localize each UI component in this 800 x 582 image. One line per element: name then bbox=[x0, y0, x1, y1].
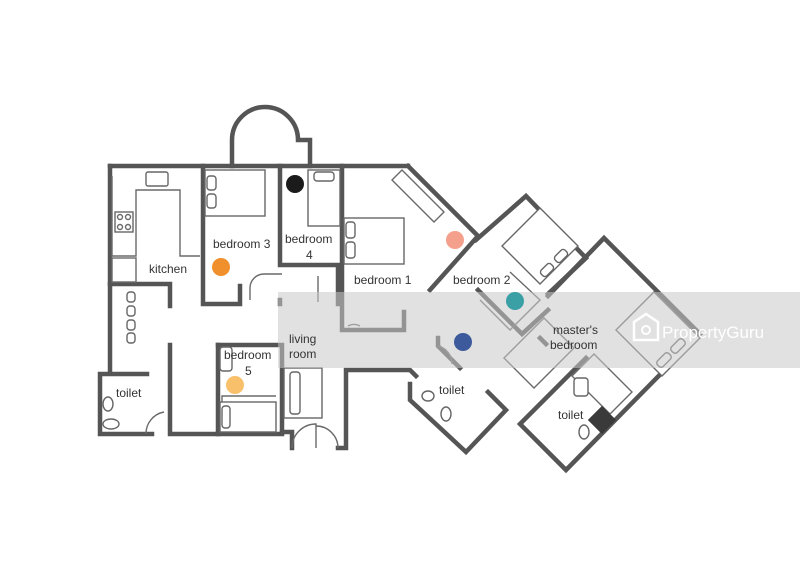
label-bedroom-5-line1: bedroom bbox=[224, 348, 271, 362]
label-toilet-left: toilet bbox=[116, 386, 142, 400]
washbasin-icon bbox=[102, 418, 120, 430]
desk-icon bbox=[219, 346, 233, 372]
bed-icon bbox=[501, 207, 579, 285]
stove-icon bbox=[114, 211, 134, 233]
marker-navy bbox=[454, 333, 472, 351]
label-bedroom-4-line1: bedroom bbox=[285, 232, 332, 246]
toilet-bowl-icon bbox=[578, 424, 590, 440]
marker-teal bbox=[506, 292, 524, 310]
kitchen-sink-icon bbox=[145, 171, 169, 187]
label-bedroom-3: bedroom 3 bbox=[213, 237, 271, 251]
washbasin-icon bbox=[573, 377, 589, 397]
label-living-line2: room bbox=[289, 347, 316, 361]
toilet-bowl-icon bbox=[440, 406, 452, 422]
watermark-brand: PropertyGuru bbox=[662, 323, 764, 342]
watermark-band bbox=[278, 292, 800, 368]
label-toilet-center: toilet bbox=[439, 383, 465, 397]
room-labels: kitchen bedroom 3 bedroom 4 bedroom 1 be… bbox=[116, 232, 598, 422]
room-markers bbox=[212, 175, 524, 394]
marker-salmon bbox=[446, 231, 464, 249]
watermark: PropertyGuru bbox=[278, 292, 800, 368]
entrance-door-icon bbox=[291, 423, 317, 449]
label-bedroom-4-line2: 4 bbox=[306, 248, 313, 262]
washbasin-icon bbox=[421, 390, 435, 402]
label-kitchen: kitchen bbox=[149, 262, 187, 276]
label-bedroom-2: bedroom 2 bbox=[453, 273, 511, 287]
label-master-line1: master's bbox=[553, 323, 598, 337]
label-toilet-master: toilet bbox=[558, 408, 584, 422]
label-living-line1: living bbox=[289, 332, 316, 346]
marker-orange bbox=[212, 258, 230, 276]
wardrobe-icon bbox=[391, 169, 445, 223]
door-swing-icon bbox=[145, 411, 165, 435]
propertyguru-logo-icon bbox=[632, 312, 660, 342]
label-master-line2: bedroom bbox=[550, 338, 597, 352]
shower-icon bbox=[587, 405, 617, 435]
marker-yellow bbox=[226, 376, 244, 394]
toilet-bowl-icon bbox=[102, 396, 114, 412]
marker-black bbox=[286, 175, 304, 193]
label-bedroom-1: bedroom 1 bbox=[354, 273, 412, 287]
label-bedroom-5-line2: 5 bbox=[245, 364, 252, 378]
